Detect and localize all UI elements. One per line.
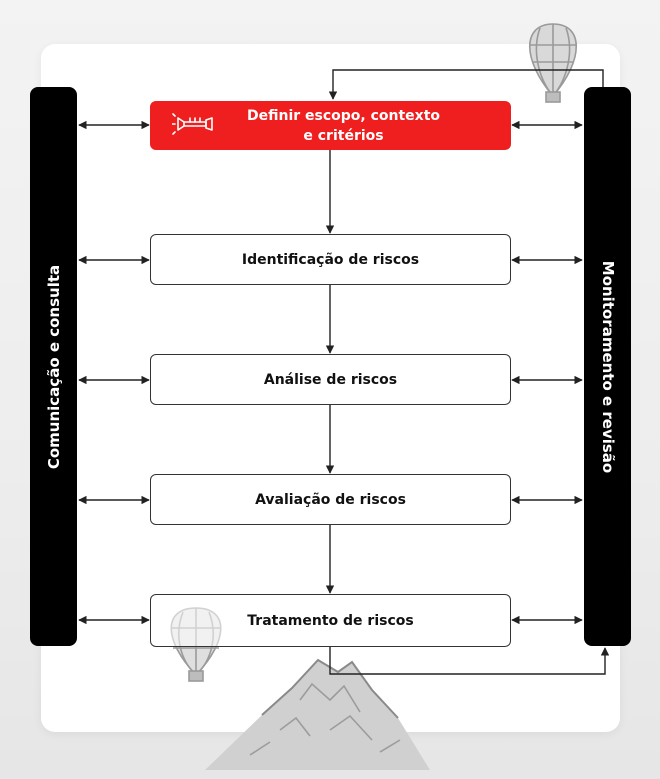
step-risk-evaluation: Avaliação de riscos (150, 474, 511, 525)
right-bar-label: Monitoramento e revisão (598, 260, 617, 473)
step-label: Tratamento de riscos (247, 612, 414, 629)
feedback-loop-arrow (329, 647, 610, 675)
step-risk-analysis: Análise de riscos (150, 354, 511, 405)
step-label: Identificação de riscos (241, 251, 420, 268)
step-label-line2: e critérios (303, 127, 384, 144)
trumpet-icon (172, 113, 213, 135)
monitoring-review-bar: Monitoramento e revisão (584, 87, 631, 646)
step-define-scope: Definir escopo, contexto e critérios (150, 101, 511, 150)
communication-consultation-bar: Comunicação e consulta (30, 87, 77, 646)
step-risk-treatment: Tratamento de riscos (150, 594, 511, 647)
step-label: Avaliação de riscos (255, 491, 406, 508)
step-label: Análise de riscos (263, 371, 398, 388)
step-label-line1: Definir escopo, contexto (246, 107, 441, 124)
left-bar-label: Comunicação e consulta (44, 264, 63, 469)
step-risk-identification: Identificação de riscos (150, 234, 511, 285)
step-label: Definir escopo, contexto e critérios (221, 106, 440, 146)
feedback-loop-arrow (328, 69, 604, 100)
